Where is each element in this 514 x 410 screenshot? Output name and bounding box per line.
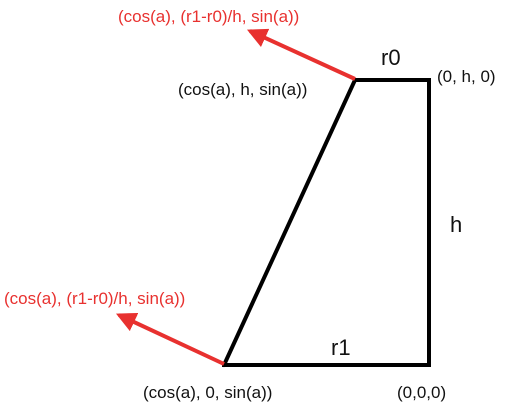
bottom-right-point-label: (0,0,0) [397,383,446,402]
top-right-point-label: (0, h, 0) [437,67,496,86]
top-normal-arrow [246,28,356,81]
bottom-left-point-label: (cos(a), 0, sin(a)) [143,383,272,402]
edge-slant [222,78,357,367]
top-left-point-label: (cos(a), h, sin(a)) [178,80,307,99]
bottom-normal-arrow [115,312,225,366]
r1-label: r1 [331,335,351,360]
top-vector-label: (cos(a), (r1-r0)/h, sin(a)) [118,7,299,26]
h-label: h [450,212,462,237]
r0-label: r0 [381,45,401,70]
bottom-vector-label: (cos(a), (r1-r0)/h, sin(a)) [4,289,185,308]
